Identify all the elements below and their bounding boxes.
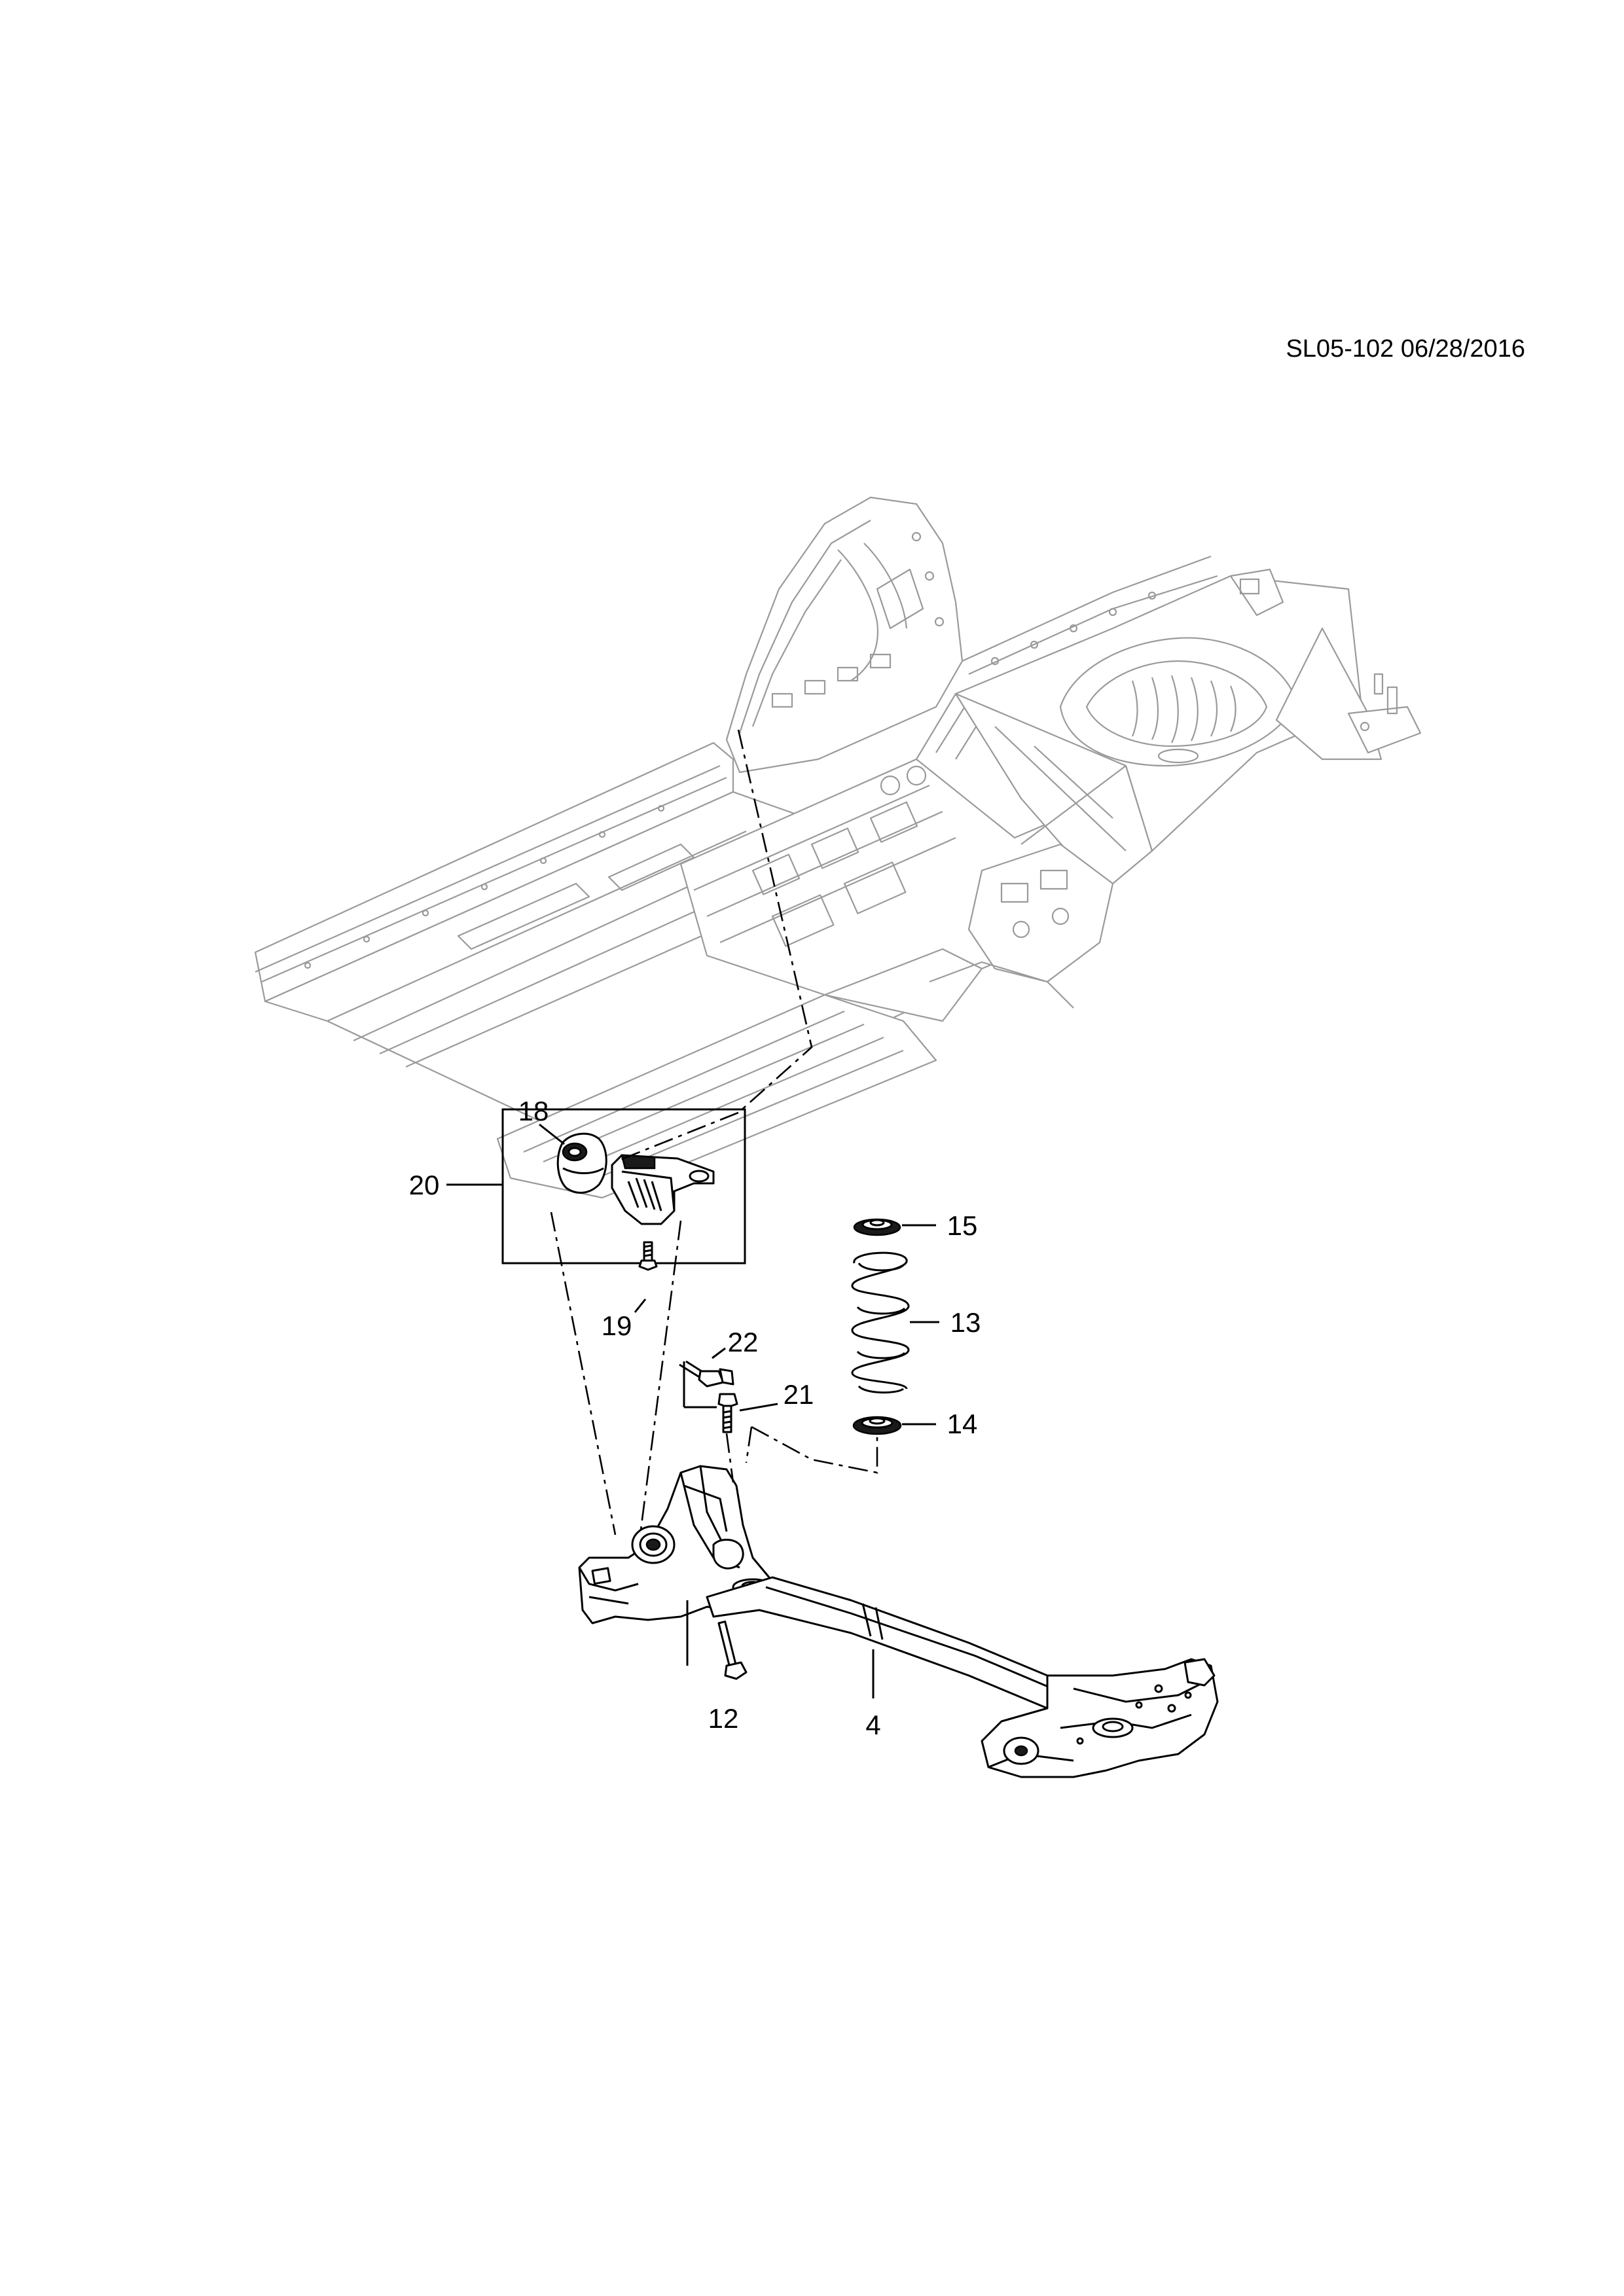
bushing-part-18-illustration <box>556 1132 607 1194</box>
bolt-part-12-illustration <box>717 1621 748 1680</box>
leader-18 <box>539 1123 565 1145</box>
lower-spring-seat-part-14-illustration <box>852 1416 902 1435</box>
leader-22 <box>712 1347 726 1359</box>
coil-spring-part-13-illustration <box>851 1251 910 1394</box>
mount-bracket-illustration <box>611 1154 715 1225</box>
upper-spring-seat-part-15-illustration <box>853 1218 901 1236</box>
callout-21: 21 <box>784 1379 814 1410</box>
floor-pan-body-illustration <box>254 496 1422 1199</box>
callout-18: 18 <box>518 1096 549 1126</box>
callout-12: 12 <box>708 1703 739 1734</box>
callout-15: 15 <box>947 1210 978 1241</box>
mount-assembly-box <box>501 1108 746 1265</box>
callout-13: 13 <box>950 1307 981 1338</box>
callout-22: 22 <box>728 1327 759 1357</box>
diagram-reference-label: SL05-102 06/28/2016 <box>1286 335 1525 363</box>
leader-21 <box>739 1403 778 1412</box>
leader-19 <box>634 1299 647 1313</box>
rear-axle-part-4-illustration <box>578 1465 1219 1778</box>
assembly-leader-lines <box>550 729 878 1535</box>
callout-20: 20 <box>409 1170 440 1200</box>
bolt-part-22-illustration <box>679 1360 734 1408</box>
callout-4: 4 <box>865 1710 880 1740</box>
bolt-part-21-illustration <box>717 1393 738 1433</box>
callout-14: 14 <box>947 1408 978 1439</box>
callout-19: 19 <box>602 1310 632 1341</box>
bolt-part-19-illustration <box>638 1241 658 1271</box>
